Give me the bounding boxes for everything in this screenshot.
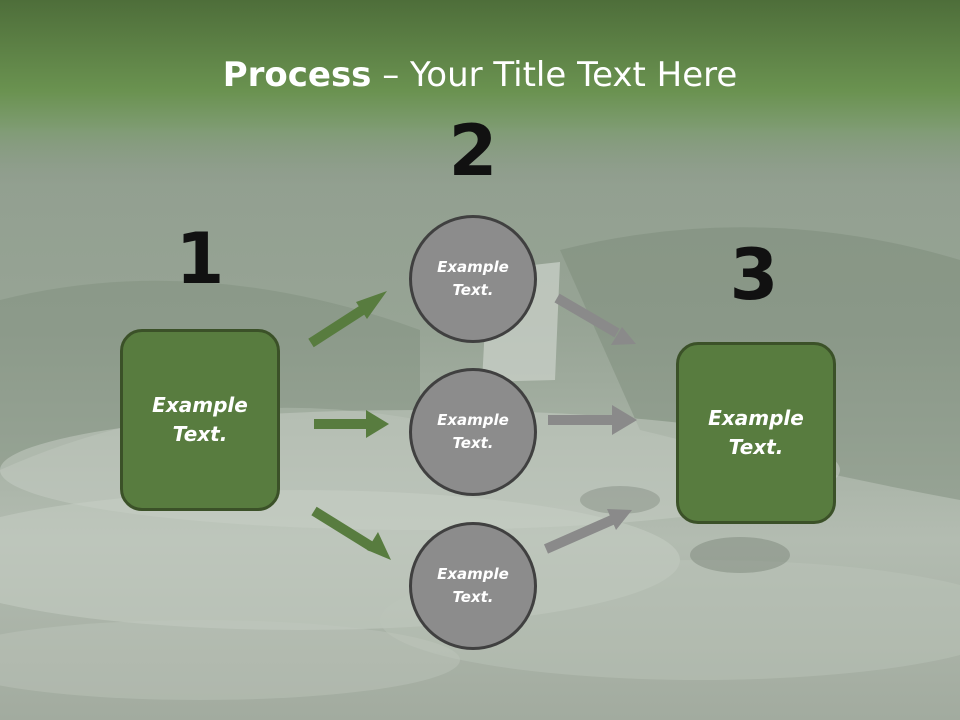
circle-bottom-label: Example Text. <box>437 565 509 606</box>
gray-arrow-up <box>543 509 632 554</box>
title-bold: Process <box>222 55 372 95</box>
step-number-3: 3 <box>729 234 779 316</box>
step-box-3-label: Example Text. <box>708 406 804 459</box>
circle-middle: Example Text. <box>409 368 537 496</box>
step-box-1: Example Text. <box>120 329 280 511</box>
green-arrow-right <box>314 410 389 438</box>
step-box-1-label: Example Text. <box>152 393 248 446</box>
gray-arrow-down <box>554 293 636 345</box>
green-arrow-up <box>308 291 387 348</box>
circle-top-label: Example Text. <box>437 258 509 299</box>
circle-bottom: Example Text. <box>409 522 537 650</box>
circle-top: Example Text. <box>409 215 537 343</box>
step-number-1: 1 <box>175 218 225 300</box>
step-number-2: 2 <box>448 110 498 192</box>
green-arrow-down <box>311 506 391 560</box>
circle-middle-label: Example Text. <box>437 411 509 452</box>
step-box-3: Example Text. <box>676 342 836 524</box>
title-rest: – Your Title Text Here <box>371 55 738 95</box>
slide-title: Process – Your Title Text Here <box>0 52 960 98</box>
gray-arrow-right <box>548 405 637 435</box>
